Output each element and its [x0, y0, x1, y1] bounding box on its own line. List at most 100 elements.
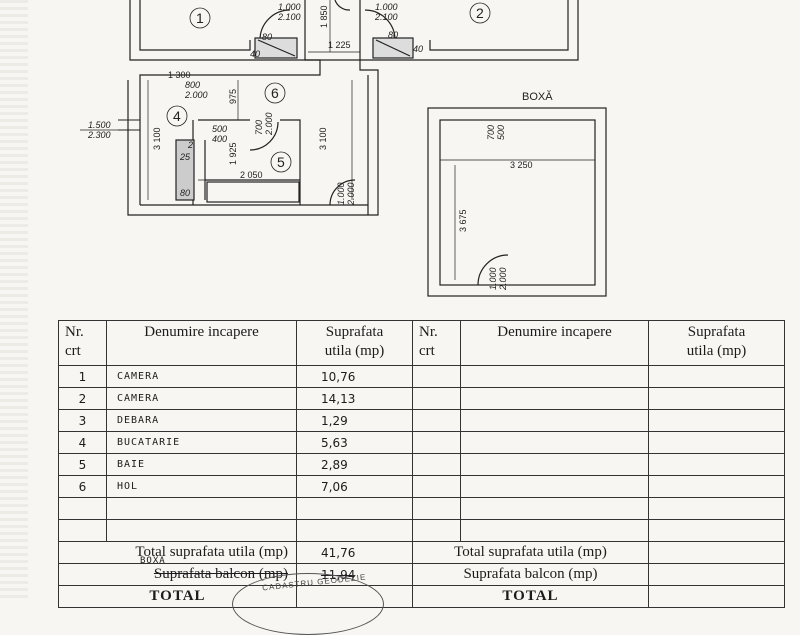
row-name-2 — [460, 519, 649, 542]
header-nr-text: Nr. crt — [65, 324, 84, 359]
lower-outer-wall — [127, 80, 379, 216]
dim-label-corridor-width: 1 225 — [328, 40, 351, 50]
room2-inner-wall — [429, 0, 569, 51]
dim-label-storage-height: 3 675 — [458, 209, 468, 232]
dim-label-kitchen-depth: 3 100 — [152, 127, 162, 150]
row-area: 7,06 — [296, 475, 413, 498]
fixture-label-7: 2 — [187, 140, 193, 150]
fixture-label-4: 40 — [413, 44, 423, 54]
row-name: BUCATARIE — [106, 431, 297, 454]
kitchen-window — [118, 119, 140, 131]
table-row: 6 HOL 7,06 — [58, 475, 785, 498]
room1-inner-wall — [139, 0, 251, 51]
row-area-2 — [648, 453, 785, 476]
header-nr: Nr. crt — [58, 320, 107, 366]
table-row: 2 CAMERA 14,13 — [58, 387, 785, 410]
storage-inner — [439, 119, 596, 286]
row-name-2 — [460, 365, 649, 388]
header-area: Suprafata utila (mp) — [296, 320, 413, 366]
room-number-6: 6 — [271, 85, 279, 101]
opening-entry-door: 1.0002.000 — [336, 182, 356, 206]
door-arc-1 — [259, 9, 291, 41]
row-area: 14,13 — [296, 387, 413, 410]
storage-outer — [427, 107, 607, 297]
row-name-2 — [460, 409, 649, 432]
room-circle-6 — [264, 82, 286, 104]
row-nr-2 — [412, 497, 461, 520]
header-name-2: Denumire incapere — [460, 320, 649, 366]
header-name-text: Denumire incapere — [144, 324, 259, 340]
fixture-label-6: 80 — [180, 188, 190, 198]
total-label-right: TOTAL — [412, 585, 649, 608]
boxa-handwritten-note: BOXA — [140, 556, 166, 566]
row-area — [296, 497, 413, 520]
header-area-text: Suprafata utila (mp) — [324, 324, 385, 359]
kitchen-fixture — [175, 139, 195, 201]
table-row: 5 BAIE 2,89 — [58, 453, 785, 476]
row-name-2 — [460, 431, 649, 454]
row-name: DEBARA — [106, 409, 297, 432]
table-row — [58, 497, 785, 520]
rooms-table: Nr. crt Denumire incapere Suprafata util… — [58, 320, 785, 608]
table-row: 4 BUCATARIE 5,63 — [58, 431, 785, 454]
room-circle-1 — [189, 7, 211, 29]
dim-label-bath-width: 2 050 — [240, 170, 263, 180]
row-name-2 — [460, 387, 649, 410]
row-area-2 — [648, 409, 785, 432]
fixture-label-2: 80 — [388, 30, 398, 40]
row-nr-2 — [412, 453, 461, 476]
door-arc-bath — [249, 121, 279, 151]
total-utila-value: 41,76 — [296, 541, 413, 564]
dim-label-corridor-height: 1 850 — [319, 5, 329, 28]
corridor-wall-right — [359, 0, 379, 205]
room-number-2: 2 — [476, 5, 484, 21]
total-utila-label: Total suprafata utila (mp) — [58, 541, 297, 564]
row-area-2 — [648, 497, 785, 520]
dim-label-bath-height: 1 925 — [228, 142, 238, 165]
row-nr-2 — [412, 475, 461, 498]
dim-label-hall-depth: 3 100 — [318, 127, 328, 150]
opening-storage-door: 1.0002.000 — [488, 267, 508, 291]
row-name: HOL — [106, 475, 297, 498]
total-value-right — [648, 585, 785, 608]
row-area: 2,89 — [296, 453, 413, 476]
bath-right-wall — [280, 119, 301, 205]
balcon-value-right — [648, 563, 785, 586]
door-arc-top — [334, 0, 351, 11]
opening-bath-door: 7002.000 — [254, 112, 274, 136]
door-arc-2 — [364, 9, 396, 41]
row-nr: 3 — [58, 409, 107, 432]
row-area — [296, 519, 413, 542]
row-nr: 4 — [58, 431, 107, 454]
total-utila-value-right — [648, 541, 785, 564]
fixture-label-3: 40 — [250, 49, 260, 59]
row-nr — [58, 519, 107, 542]
room-number-4: 4 — [173, 108, 181, 124]
balcon-label-right: Suprafata balcon (mp) — [412, 563, 649, 586]
table-row: 1 CAMERA 10,76 — [58, 365, 785, 388]
row-name — [106, 519, 297, 542]
header-nr-2-text: Nr. crt — [419, 324, 438, 359]
floor-plan: 1 2 6 4 5 1 225 1 850 3 100 3 100 975 1 … — [80, 0, 607, 297]
row-name — [106, 497, 297, 520]
row-area: 5,63 — [296, 431, 413, 454]
row-area: 1,29 — [296, 409, 413, 432]
bathtub — [206, 181, 300, 203]
header-area-2-text: Suprafata utila (mp) — [686, 324, 747, 359]
upper-outer-wall — [129, 0, 579, 61]
door-arc-entry — [329, 179, 356, 206]
dim-label-storage-width: 3 250 — [510, 160, 533, 170]
row-nr-2 — [412, 365, 461, 388]
table-row: 3 DEBARA 1,29 — [58, 409, 785, 432]
room-circle-4 — [166, 105, 188, 127]
row-area-2 — [648, 519, 785, 542]
row-nr-2 — [412, 387, 461, 410]
row-name-2 — [460, 497, 649, 520]
row-nr: 1 — [58, 365, 107, 388]
header-name-2-text: Denumire incapere — [497, 324, 612, 340]
scan-edge — [0, 0, 28, 600]
header-area-2: Suprafata utila (mp) — [648, 320, 785, 366]
row-area-2 — [648, 365, 785, 388]
